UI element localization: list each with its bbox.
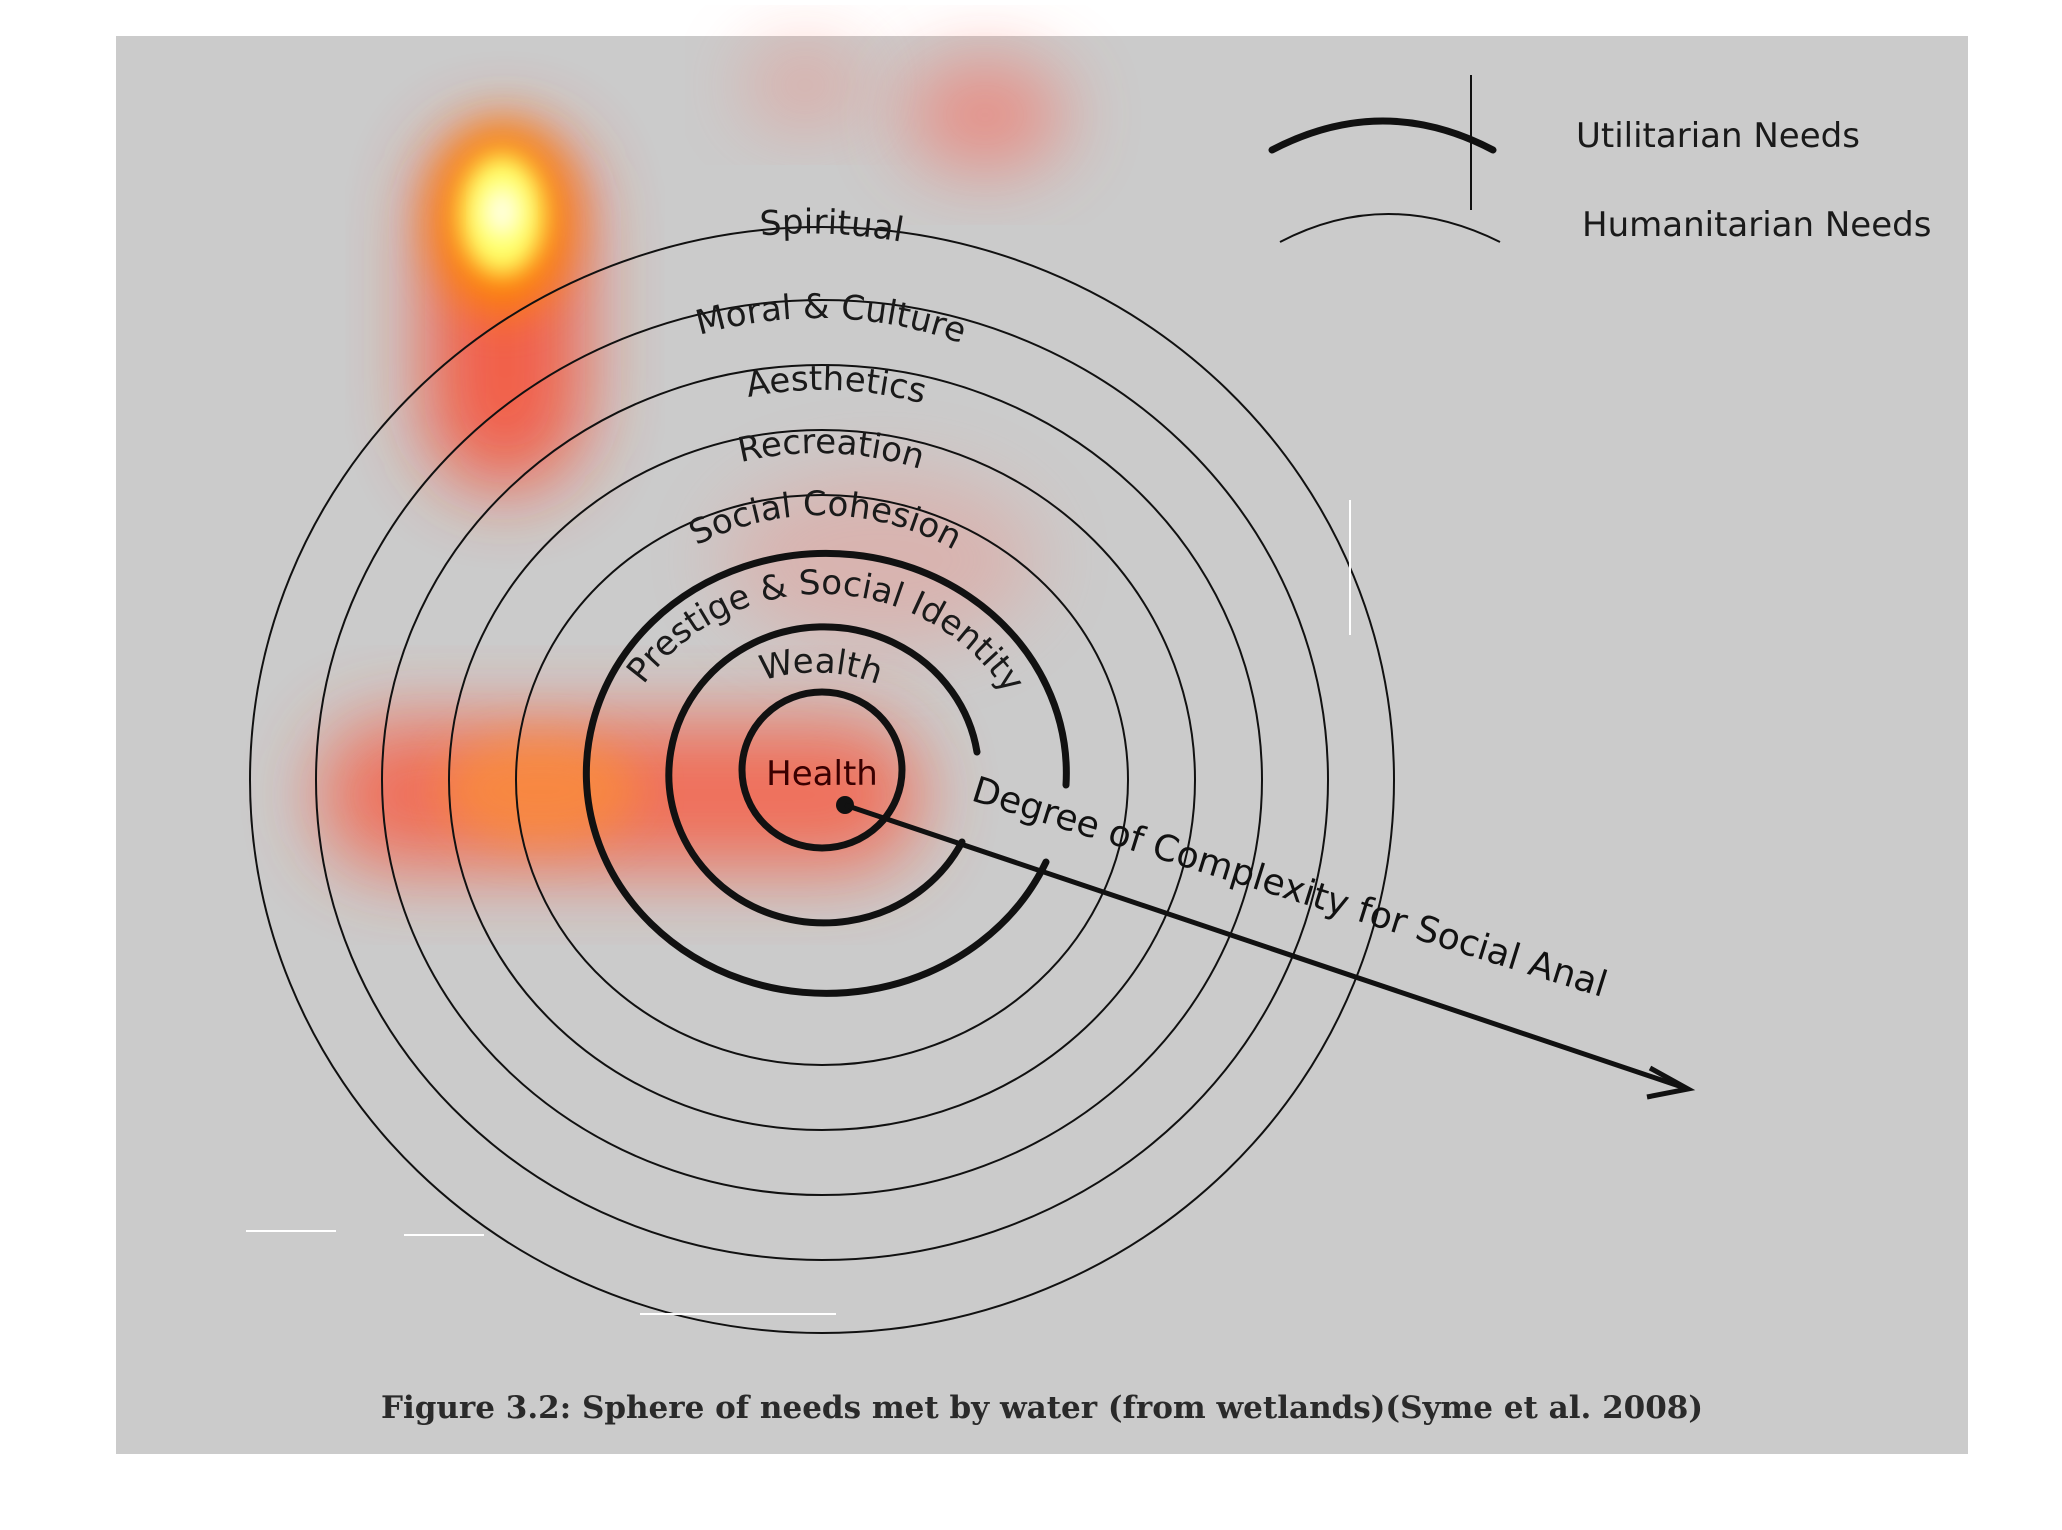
stray-lines (246, 500, 1351, 1315)
legend: Utilitarian Needs Humanitarian Needs (1268, 75, 1931, 245)
complexity-arrow-head (1646, 1065, 1696, 1100)
heat-blob-upper-right (905, 60, 1065, 170)
ring-recreation (448, 429, 1196, 1131)
utilitarian-rings (582, 549, 1070, 997)
ring-wealth (665, 623, 981, 927)
ring-moral-culture (315, 299, 1329, 1261)
label-spiritual: Spiritual (758, 202, 906, 250)
figure-caption: Figure 3.2: Sphere of needs met by water… (380, 1390, 1704, 1426)
ring-prestige-social-identity (582, 549, 1070, 997)
legend-utilitarian-swatch (1268, 117, 1497, 154)
ring-social-cohesion (515, 494, 1129, 1066)
ring-health (738, 688, 906, 852)
heat-blob-core-white (484, 186, 520, 238)
ring-aesthetics (381, 364, 1263, 1196)
heat-blob-left-warm (440, 735, 640, 845)
humanitarian-rings (249, 226, 1395, 1334)
label-health: Health (766, 754, 878, 794)
legend-humanitarian-label: Humanitarian Needs (1582, 205, 1931, 245)
legend-humanitarian-swatch (1279, 213, 1501, 243)
complexity-arrow-shaft (844, 802, 1686, 1091)
ring-spiritual (249, 226, 1395, 1334)
legend-utilitarian-label: Utilitarian Needs (1576, 116, 1860, 156)
heat-blob-upper-mid (745, 45, 865, 125)
